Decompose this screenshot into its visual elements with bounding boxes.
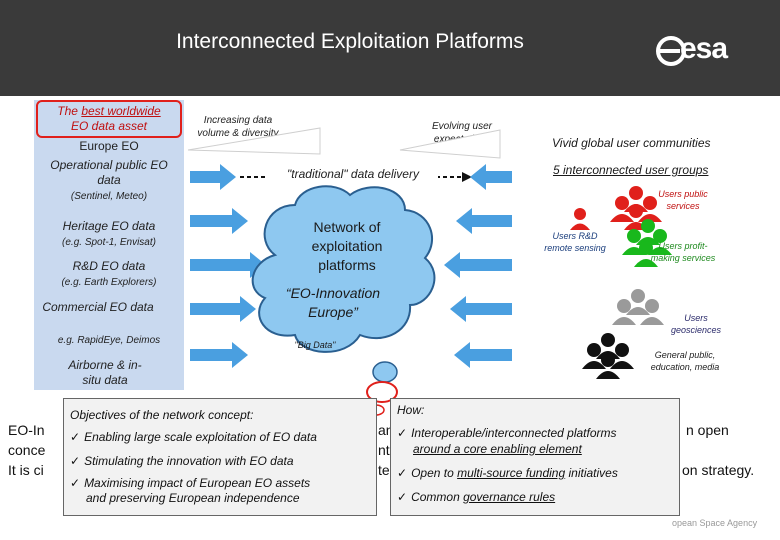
- bottom-text-3-right: on strategy.: [682, 462, 755, 478]
- bottom-text-1-left: EO-In: [8, 422, 45, 438]
- users-area: [515, 162, 767, 388]
- right-arrow-2: [456, 208, 512, 234]
- left-arrow-1: [190, 164, 236, 190]
- right-arrow-4: [450, 296, 512, 322]
- cloud-puff-1: [372, 361, 398, 383]
- europe-eo-label: Europe EO: [79, 139, 139, 153]
- data-sources-column: [34, 100, 184, 390]
- cloud-bigdata-label: "Big Data": [294, 340, 336, 350]
- bottom-text-2-left: conce: [8, 442, 46, 458]
- source-airborne: Airborne & in-situ data: [68, 358, 142, 387]
- header-bar: [0, 0, 780, 96]
- traditional-arrowhead: [462, 172, 472, 182]
- increasing-volume-note: Increasing data volume & diversity: [197, 115, 279, 139]
- objectives-box: Objectives of the network concept: ✓Enab…: [63, 398, 377, 516]
- source-commercial: Commercial EO data: [42, 300, 154, 314]
- cloud-puff-2: [366, 381, 398, 403]
- source-operational-sub: (Sentinel, Meteo): [70, 191, 148, 202]
- cloud-innovation-label: “EO-Innovation Europe”: [285, 285, 381, 320]
- group-profit: [622, 219, 672, 267]
- bottom-text-1-mid: an: [378, 422, 394, 438]
- footer-agency-text: opean Space Agency: [672, 518, 758, 528]
- esa-logo-icon: [656, 36, 686, 66]
- source-operational: Operational public EO data: [50, 158, 168, 187]
- group-general-public: [582, 333, 634, 379]
- bottom-text-3-mid: te: [378, 462, 390, 478]
- group-geosciences: [612, 289, 664, 325]
- best-asset-label: The best worldwide EO data asset: [57, 104, 161, 133]
- user-communities-title: Vivid global user communities: [552, 136, 711, 150]
- objectives-heading: Objectives of the network concept:: [70, 408, 254, 422]
- left-arrow-2: [190, 208, 248, 234]
- bottom-text-3-left: It is ci: [8, 462, 44, 478]
- left-arrow-4: [190, 296, 256, 322]
- user-groups-subtitle: 5 interconnected user groups: [553, 163, 709, 177]
- right-arrow-5: [454, 342, 512, 368]
- label-rnd: Users R&D remote sensing: [544, 231, 606, 253]
- page-title: Interconnected Exploitation Platforms: [176, 30, 524, 53]
- right-arrows: [444, 164, 512, 368]
- source-heritage-sub: (e.g. Spot-1, Envisat): [62, 237, 156, 248]
- bottom-text-1-right: n open: [686, 422, 729, 438]
- label-public-services: Users public services: [658, 189, 708, 211]
- how-box: How: ✓Interoperable/interconnected platf…: [390, 398, 680, 516]
- objective-3-cont: and preserving European independence: [86, 491, 300, 505]
- left-arrow-3: [190, 252, 266, 278]
- esa-logo-text: esa: [680, 32, 728, 65]
- how-item-1: ✓Interoperable/interconnected platforms: [397, 426, 617, 440]
- how-item-1-cont: around a core enabling element: [413, 442, 582, 456]
- label-geosciences: Users geosciences: [670, 313, 722, 335]
- bottom-text-2-mid: nt: [378, 442, 390, 458]
- how-heading: How:: [397, 403, 425, 417]
- right-arrow-3: [444, 252, 512, 278]
- group-rnd: [570, 208, 590, 230]
- esa-logo: esa: [656, 30, 756, 70]
- source-rnd: R&D EO data: [72, 259, 146, 273]
- label-general-public: General public, education, media: [650, 350, 720, 372]
- left-arrows: [190, 164, 266, 368]
- objective-2: ✓Stimulating the innovation with EO data: [70, 454, 294, 468]
- increasing-wedge: [187, 127, 321, 155]
- source-heritage: Heritage EO data: [62, 219, 156, 233]
- label-profit: Users profit-making services: [650, 241, 716, 263]
- how-item-2: ✓Open to multi-source funding initiative…: [397, 466, 618, 480]
- objective-3: ✓Maximising impact of European EO assets: [70, 476, 311, 490]
- source-rnd-sub: (e.g. Earth Explorers): [61, 277, 157, 288]
- evolving-wedge: [399, 129, 501, 159]
- left-arrow-5: [190, 342, 248, 368]
- cloud-network-label: Network of exploitation platforms: [311, 219, 383, 273]
- innovation-cloud: [251, 185, 436, 353]
- right-arrow-1: [470, 164, 512, 190]
- traditional-delivery-label: "traditional" data delivery: [268, 168, 438, 181]
- objective-1: ✓Enabling large scale exploitation of EO…: [70, 430, 317, 444]
- source-commercial-sub: e.g. RapidEye, Deimos: [57, 335, 161, 346]
- how-item-3: ✓Common governance rules: [397, 490, 556, 504]
- best-asset-highlight: [36, 100, 182, 138]
